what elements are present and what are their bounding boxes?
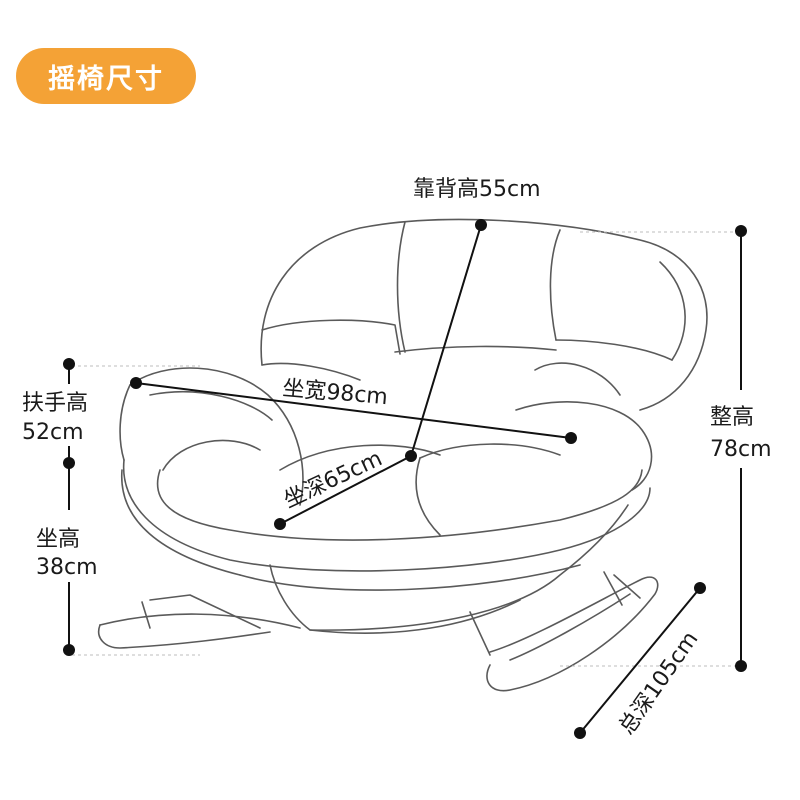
overall-height-bottom-point [735, 660, 747, 672]
backrest-height-label: 靠背高55cm [413, 177, 541, 202]
title-badge: 摇椅尺寸 [16, 48, 196, 104]
backrest-height-line [410, 224, 482, 457]
seat-width-left-point [130, 377, 142, 389]
seat-height-value: 38cm [36, 555, 98, 580]
seat-width-label: 坐宽98cm [281, 376, 388, 410]
seat-height-label: 坐高 [36, 527, 80, 552]
rocking-chair-illustration [98, 218, 708, 692]
overall-depth-top-point [694, 582, 706, 594]
overall-depth-label: 总深105cm [614, 627, 703, 739]
seat-height-floor-point [63, 644, 75, 656]
overall-depth-line [579, 587, 701, 734]
armrest-top-point [63, 358, 75, 370]
seat-width-line [135, 382, 572, 439]
seat-depth-label: 坐深65cm [280, 446, 386, 513]
overall-height-top-point [735, 225, 747, 237]
seat-width-right-point [565, 432, 577, 444]
overall-height-value: 78cm [710, 437, 772, 462]
overall-depth-bottom-point [574, 727, 586, 739]
armrest-height-label: 扶手高 [22, 391, 88, 416]
seat-front-point [274, 518, 286, 530]
seat-depth-line [279, 455, 412, 525]
overall-height-label: 整高 [710, 405, 754, 430]
backrest-top-point [475, 219, 487, 231]
armrest-height-value: 52cm [22, 420, 84, 445]
